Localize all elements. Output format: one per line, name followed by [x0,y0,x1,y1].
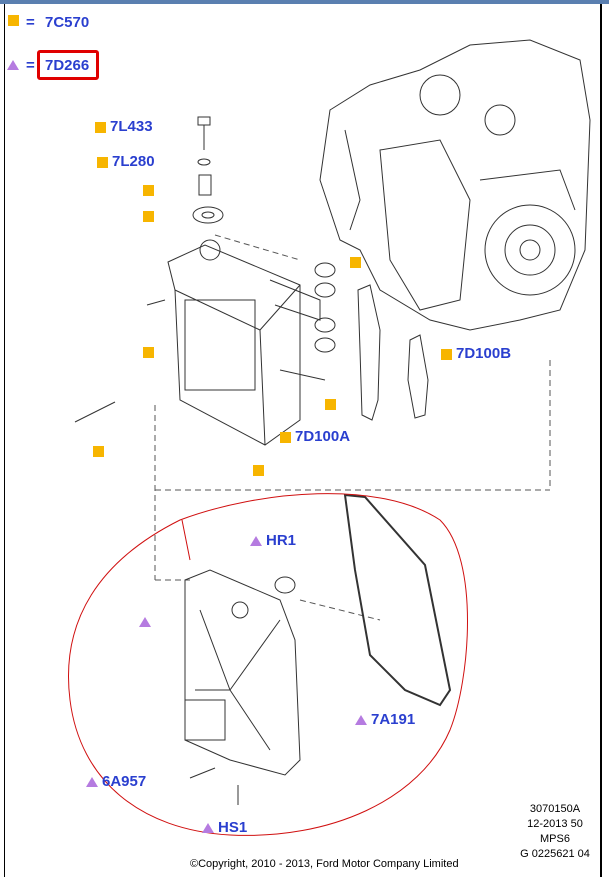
square-marker-icon[interactable] [143,347,154,358]
square-marker-icon[interactable] [350,257,361,268]
callout-7A191[interactable]: 7A191 [371,711,416,728]
highlight-circle [68,493,468,836]
frame-right-border [600,4,602,877]
oil-pan [184,569,301,776]
square-marker-icon[interactable] [143,185,154,196]
legend-equals: = [26,57,35,74]
bolt-and-washer-stack [74,116,224,423]
o-rings [314,262,336,353]
window-top-bar [0,0,609,4]
legend-triangle-part-number[interactable]: 7D266 [45,57,90,74]
callout-6A957[interactable]: 6A957 [102,773,147,790]
square-marker-icon[interactable] [253,465,264,476]
square-marker-icon [441,349,452,360]
transmission-housing [319,39,591,331]
highlight-box [37,50,99,80]
callout-7L433[interactable]: 7L433 [110,118,153,135]
square-marker-icon[interactable] [143,211,154,222]
callout-7L280[interactable]: 7L280 [112,153,155,170]
square-marker-icon [95,122,106,133]
pan-gasket [343,493,452,707]
reference-line: G 0225621 04 [520,848,590,860]
frame-left-border [4,4,5,877]
copyright-notice: ©Copyright, 2010 - 2013, Ford Motor Comp… [190,858,459,870]
reference-line: 12-2013 50 [527,818,583,830]
alignment-lines [154,234,551,621]
triangle-marker-icon [86,777,98,787]
drawing-reference: 3070150A 12-2013 50 MPS6 G 0225621 04 [510,802,600,862]
square-marker-icon [8,15,19,26]
triangle-marker-icon[interactable] [139,617,151,627]
callout-7D100B[interactable]: 7D100B [456,345,512,362]
callout-HR1[interactable]: HR1 [266,532,297,549]
seal-and-bolts [189,576,296,805]
reference-line: 3070150A [529,803,581,815]
triangle-marker-icon [250,536,262,546]
square-marker-icon [97,157,108,168]
reference-line: MPS6 [540,833,570,845]
callout-HS1[interactable]: HS1 [218,819,248,836]
legend-equals: = [26,14,35,31]
callout-7D100A[interactable]: 7D100A [295,428,351,445]
legend-square-part-number[interactable]: 7C570 [45,14,90,31]
valve-body [167,239,326,446]
square-marker-icon [280,432,291,443]
separator-gaskets [357,284,429,421]
triangle-marker-icon [355,715,367,725]
square-marker-icon[interactable] [93,446,104,457]
triangle-marker-icon [202,823,214,833]
triangle-marker-icon [7,60,19,70]
square-marker-icon[interactable] [325,399,336,410]
